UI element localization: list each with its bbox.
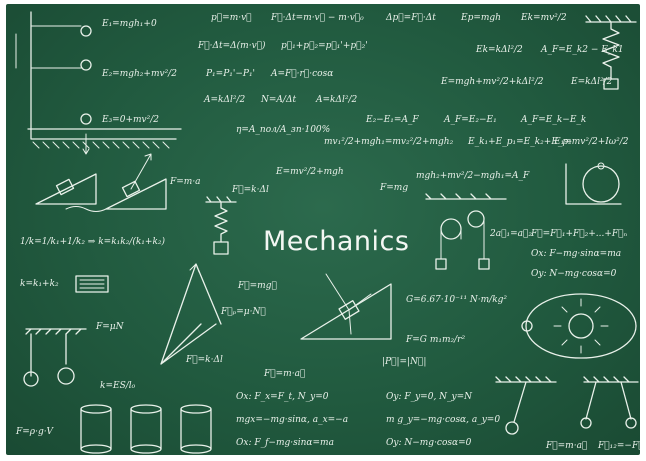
formula: Ek=kΔl²/2 [475, 45, 523, 55]
formula: |P⃗|=|N⃗| [382, 357, 426, 367]
formula: 1/k=1/k₁+1/k₂ ⇒ k=k₁k₂/(k₁+k₂) [20, 236, 166, 247]
formula: A_F=E₂−E₁ [443, 115, 497, 125]
formula: E₂=mgh₂+mv²/2 [101, 69, 177, 79]
formula: F=m·a [169, 177, 201, 187]
loop-the-loop [565, 162, 622, 205]
formula: N=A/Δt [260, 95, 296, 105]
formula: p⃗₁+p⃗₂=p⃗₁'+p⃗₂' [281, 41, 368, 51]
formula: Oy: N−mg·cosα=0 [531, 269, 617, 279]
formula: k=ES/l₀ [100, 381, 136, 391]
formula: F⃗=k·Δl [185, 355, 223, 365]
formula: F⃗·Δt=Δ(m·v⃗) [197, 40, 266, 51]
formula: A=kΔl²/2 [203, 95, 246, 105]
force-vector-triangle [160, 263, 222, 365]
inclined-planes [35, 153, 167, 210]
formula: P₁=P₁'−P₁' [205, 69, 255, 79]
pulley-system [425, 193, 507, 270]
formula: η=A_пол/A_зп·100% [236, 125, 330, 135]
formula: E_k₁+E_p₁=E_k₂+E_p₂ [467, 137, 572, 147]
energy-levels-diagram [15, 11, 182, 155]
chalk-drawing: Mechanics E₁=mgh₁+0 p⃗=m·v⃗ F⃗·Δt=m·v⃗ −… [15, 11, 640, 454]
parallel-springs [75, 275, 109, 293]
formula: F=G m₁m₂/r² [405, 335, 465, 345]
formula: E₁=mgh₁+0 [101, 19, 157, 29]
formula: Oy: F_y=0, N_y=N [386, 392, 473, 402]
formula: k=k₁+k₂ [20, 279, 59, 289]
formula: F⃗=m·a⃗ [263, 369, 305, 379]
formula: mgh₂+mv²/2−mgh₁=A_F [416, 171, 530, 181]
liquid-cylinders [80, 404, 212, 454]
spring-series [65, 196, 237, 255]
formula: Oy: N−mg·cosα=0 [386, 438, 472, 448]
formula: F⃗=m·a⃗ [545, 441, 587, 451]
formula: mgx=−mg·sinα, a_x=−a [236, 415, 348, 425]
formula: F⃗=F⃗₁+F⃗₂+...+F⃗ₙ [530, 229, 628, 239]
board-title: Mechanics [263, 226, 409, 257]
formula: F=μN [95, 322, 125, 332]
formula: F⃗=mg⃗ [237, 281, 277, 291]
formula: Ek=mv²/2 [520, 13, 567, 23]
formula: G=6.67·10⁻¹¹ N·m/kg² [406, 295, 507, 305]
vertical-spring [585, 15, 637, 90]
orbit-sun [521, 293, 637, 359]
formula: E₃=0+mv²/2 [101, 115, 159, 125]
formula: mv₁²/2+mgh₁=mv₂²/2+mgh₂ [324, 137, 454, 147]
formula: E=kΔl²/2 [570, 77, 613, 87]
formula: E₂−E₁=A_F [365, 115, 419, 125]
formula: F⃗·Δt=m·v⃗ − m·v⃗₀ [270, 13, 364, 23]
formula: Ox: F−mg·sinα=ma [531, 249, 621, 259]
formula: Ox: F_f−mg·sinα=ma [236, 438, 334, 448]
formula: F=ρ·g·V [15, 427, 55, 437]
formula: m g_y=−mg·cosα, a_y=0 [386, 415, 500, 425]
formula: E=mgh+mv²/2+kΔl²/2 [440, 77, 544, 87]
formula: A=F⃗·r⃗·cosα [270, 69, 333, 79]
formula: Ep=mgh [460, 13, 501, 23]
formula: A_F=E_k2 − E_k1 [540, 45, 624, 55]
formula: E₁=mv²/2+Iω²/2 [553, 137, 629, 147]
pendulum-wall [23, 328, 87, 387]
formula: E=mv²/2+mgh [275, 167, 344, 177]
formula: A_F=E_k−E_k [520, 115, 586, 125]
formula: F⃗=k·Δl [231, 185, 269, 195]
formula: A=kΔl²/2 [315, 95, 358, 105]
pendulums-bottom-right [495, 376, 639, 435]
chalkboard: Mechanics E₁=mgh₁+0 p⃗=m·v⃗ F⃗·Δt=m·v⃗ −… [6, 4, 640, 455]
formula: F=mg [379, 183, 408, 193]
formula: F⃗ₚ=μ·N⃗ [220, 307, 266, 317]
formula-set: E₁=mgh₁+0 p⃗=m·v⃗ F⃗·Δt=m·v⃗ − m·v⃗₀ Δp⃗… [15, 13, 640, 451]
formula: F⃗₁₂=−F⃗₂₁ [597, 441, 640, 451]
block-on-incline-forces [300, 273, 392, 340]
formula: p⃗=m·v⃗ [211, 13, 252, 23]
formula: Ox: F_x=F_t, N_y=0 [236, 392, 329, 402]
formula: 2a⃗₁=a⃗₂ [489, 229, 532, 239]
formula: Δp⃗=F⃗·Δt [385, 13, 436, 23]
